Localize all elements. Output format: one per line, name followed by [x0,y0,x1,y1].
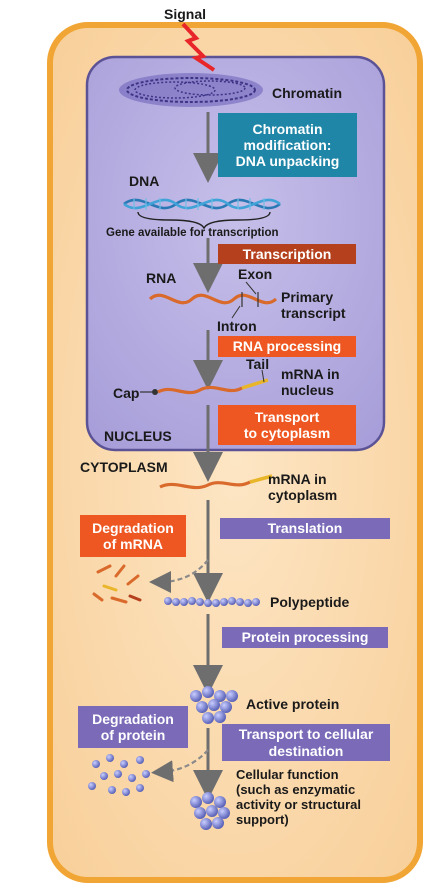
degradation-mrna-box: Degradation of mRNA [80,515,186,557]
mrna-cytoplasm-strand [159,474,273,490]
mrna-nucleus-label: mRNA in nucleus [281,366,340,399]
transport-to-cytoplasm-box: Transport to cytoplasm [218,405,356,445]
degradation-arrow-protein [151,749,209,783]
gene-available-label: Gene available for transcription [106,227,279,239]
signal-lightning-icon [181,22,216,72]
polypeptide-label: Polypeptide [270,594,350,610]
active-protein-label: Active protein [246,696,340,712]
gene-brace [137,211,271,230]
translation-box: Translation [220,518,390,539]
intron-label: Intron [217,318,257,334]
degraded-protein-dots [88,754,150,796]
signal-label: Signal [164,6,207,22]
chromatin-icon [119,73,263,107]
protein-processing-box: Protein processing [222,627,388,648]
nucleus-label: NUCLEUS [104,428,172,444]
exon-label: Exon [238,266,273,282]
primary-transcript-label: Primary transcript [281,289,346,322]
primary-transcript-rna [148,292,278,307]
dna-label: DNA [129,173,160,189]
transport-to-destination-box: Transport to cellular destination [222,724,390,761]
mrna-nucleus-strand [140,369,269,395]
tail-label: Tail [246,356,270,372]
degradation-arrow-mrna [149,559,209,593]
chromatin-modification-box: Chromatin modification: DNA unpacking [218,113,357,177]
rna-label: RNA [146,270,177,286]
transcription-box: Transcription [218,244,356,264]
polypeptide-chain [164,597,260,607]
cytoplasm-label: CYTOPLASM [80,459,168,475]
cellular-function-label: Cellular function (such as enzymatic act… [236,767,361,827]
rna-processing-box: RNA processing [218,336,356,357]
degradation-protein-box: Degradation of protein [78,706,188,748]
dna-helix-icon [123,198,281,210]
mrna-cytoplasm-label: mRNA in cytoplasm [268,471,338,504]
degraded-mrna-fragments [92,564,142,604]
active-protein-cluster [190,686,238,724]
functional-protein-cluster [190,792,230,830]
cap-label: Cap [113,385,140,401]
chromatin-label: Chromatin [272,85,342,101]
